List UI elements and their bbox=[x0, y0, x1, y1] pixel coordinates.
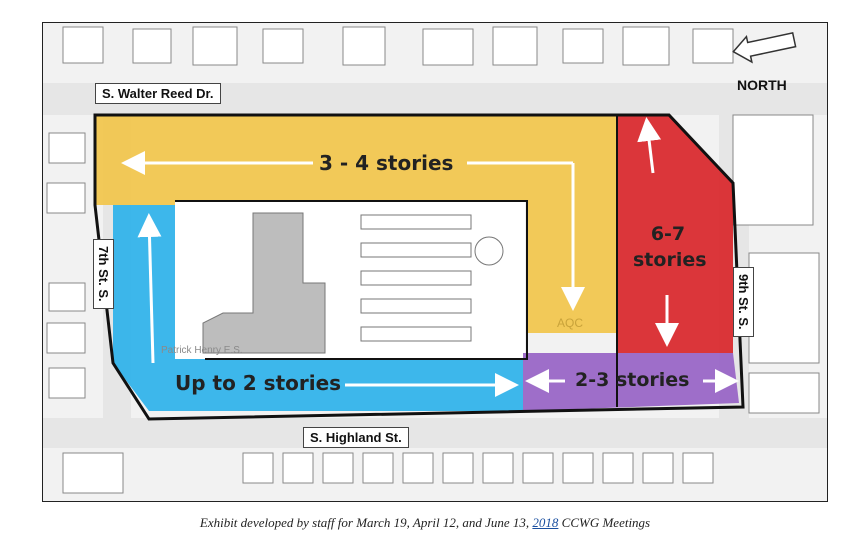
street-ninth: 9th St. S. bbox=[733, 267, 754, 337]
map-canvas: Patrick Henry E.S. AQC bbox=[43, 26, 827, 494]
zone-purple-label: 2-3 stories bbox=[575, 369, 690, 391]
school-building bbox=[202, 212, 326, 354]
zone-yellow-label: 3 - 4 stories bbox=[319, 151, 454, 175]
north-houses bbox=[62, 26, 734, 66]
north-arrow-icon bbox=[732, 32, 797, 64]
street-seventh: 7th St. S. bbox=[93, 239, 114, 309]
zone-arrows bbox=[121, 117, 739, 397]
site-map: Patrick Henry E.S. AQC S. Walter Reed Dr… bbox=[42, 22, 828, 502]
caption-year: 2018 bbox=[532, 515, 559, 530]
interior-outline bbox=[175, 200, 528, 360]
zone-purple bbox=[523, 353, 739, 411]
zone-red-label-line1: 6-7 bbox=[650, 223, 686, 245]
aqc-label: AQC bbox=[557, 316, 583, 330]
north-label: NORTH bbox=[737, 77, 787, 93]
west-houses bbox=[46, 132, 86, 399]
zone-red-label: 6-7 stories bbox=[633, 221, 707, 273]
exhibit-caption: Exhibit developed by staff for March 19,… bbox=[0, 515, 850, 531]
zone-red-label-line2: stories bbox=[633, 249, 707, 271]
east-buildings bbox=[732, 114, 820, 414]
parking-lot bbox=[360, 214, 504, 342]
south-houses bbox=[62, 452, 714, 494]
highland-road bbox=[43, 418, 827, 448]
zone-blue-label: Up to 2 stories bbox=[175, 371, 342, 395]
caption-prefix: Exhibit developed by staff for March 19,… bbox=[199, 515, 533, 530]
zone-red bbox=[617, 115, 733, 353]
street-walter-reed: S. Walter Reed Dr. bbox=[95, 83, 221, 104]
caption-suffix: CCWG Meetings bbox=[558, 515, 651, 530]
site-outline bbox=[93, 113, 745, 421]
school-label: Patrick Henry E.S. bbox=[161, 345, 243, 356]
street-highland: S. Highland St. bbox=[303, 427, 409, 448]
zone-yellow bbox=[95, 115, 617, 333]
